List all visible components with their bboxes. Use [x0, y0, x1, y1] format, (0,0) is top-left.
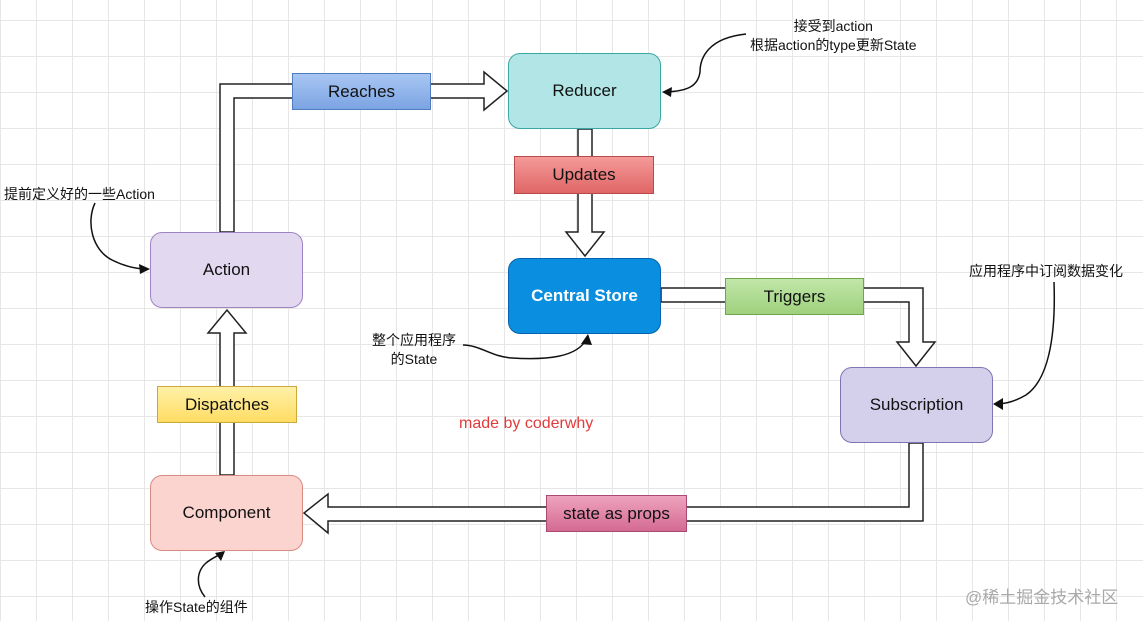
central-store-label: Central Store [531, 286, 638, 305]
reducer-note-line2: 根据action的type更新State [750, 37, 917, 53]
note-curve-subscription [995, 281, 1056, 405]
credit-text: made by coderwhy [459, 415, 594, 432]
note-curve-component [197, 552, 223, 598]
note-curve-reducer [665, 33, 747, 93]
note-arrowhead-action [139, 264, 150, 274]
note-arrowhead-reducer [662, 87, 672, 97]
note-arrowhead-subscription [993, 398, 1003, 410]
action-label: Action [202, 260, 251, 279]
reducer-note: 接受到action 根据action的type更新State [750, 17, 917, 55]
dispatches-label: Dispatches [157, 386, 297, 423]
reducer-label: Reducer [552, 81, 617, 100]
reducer-note-line1: 接受到action [793, 18, 873, 34]
note-arrowhead-store [581, 334, 592, 345]
subscription-node: Subscription [840, 367, 993, 443]
note-curve-store [462, 337, 588, 360]
note-arrowhead-component [215, 551, 225, 561]
component-note: 操作State的组件 [145, 599, 248, 615]
component-node: Component [150, 475, 303, 551]
central-store-node: Central Store [508, 258, 661, 334]
action-node: Action [150, 232, 303, 308]
watermark-text: @稀土掘金技术社区 [965, 588, 1119, 607]
reducer-node: Reducer [508, 53, 661, 129]
store-note: 整个应用程序 的State [372, 331, 456, 369]
state-as-props-label: state as props [546, 495, 687, 532]
subscription-label: Subscription [869, 395, 964, 414]
store-note-line2: 的State [390, 351, 438, 367]
note-curve-action [90, 202, 148, 270]
store-note-line1: 整个应用程序 [372, 332, 456, 348]
updates-label: Updates [514, 156, 654, 194]
reaches-label: Reaches [292, 73, 431, 110]
action-note: 提前定义好的一些Action [4, 186, 155, 202]
triggers-label: Triggers [725, 278, 864, 315]
component-label: Component [182, 503, 271, 522]
subscription-note: 应用程序中订阅数据变化 [969, 263, 1123, 279]
